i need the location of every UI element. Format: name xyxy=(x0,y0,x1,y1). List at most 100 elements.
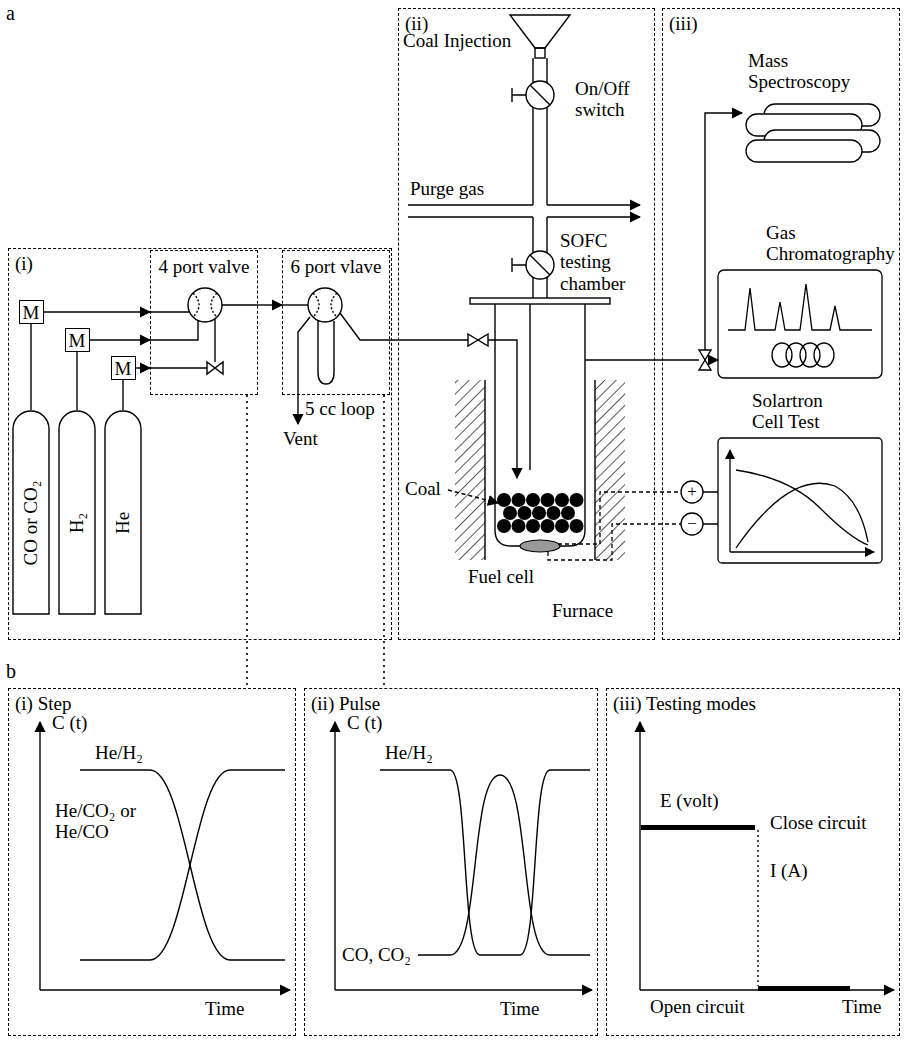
controller-letter: M xyxy=(115,359,132,378)
gas-line xyxy=(76,352,77,410)
cell-tester-illustration-part xyxy=(718,438,882,563)
mass-spectrometer-illustration-part xyxy=(746,140,862,162)
gas-line xyxy=(136,367,151,368)
cell-tester-illustration-part xyxy=(729,450,730,552)
gas-chromatograph-illustration-part xyxy=(814,343,834,367)
coal-pellet xyxy=(570,493,584,507)
gas-chromatograph-illustration xyxy=(718,270,882,378)
cylinder-gas-name: He xyxy=(112,512,133,534)
step-plot-part xyxy=(39,722,40,990)
dashed-region: (iii) xyxy=(662,8,900,640)
gas-cylinder: He xyxy=(104,410,142,615)
four-port-valve-symbol-part xyxy=(150,321,198,341)
part-name: SOFC testing chamber xyxy=(560,230,655,294)
gas-cylinder: CO or CO₂ xyxy=(12,410,50,615)
valve-group-box: 6 port vlave xyxy=(282,250,390,395)
part-name: Furnace xyxy=(552,600,613,621)
pulse-plot xyxy=(335,722,592,990)
gas-line xyxy=(44,311,151,312)
region-title: (iii) Testing modes xyxy=(613,693,893,714)
cell-tester-illustration xyxy=(718,438,882,563)
curve-label: He/CO₂ or He/CO xyxy=(55,800,137,843)
four-port-valve-symbol-part xyxy=(150,311,190,312)
six-port-valve-symbol-part xyxy=(308,288,342,322)
dashed-region: (iii) Testing modes xyxy=(606,688,900,1036)
fuel-cell xyxy=(520,540,560,552)
valve-group-box: 4 port valve xyxy=(150,250,258,395)
six-port-valve-symbol-part xyxy=(318,321,334,384)
four-port-valve-symbol-part xyxy=(211,293,217,317)
cylinder-body xyxy=(105,411,141,614)
four-port-valve-symbol-part xyxy=(193,293,199,317)
gas-chromatograph-illustration-part xyxy=(728,284,872,330)
pulse-plot-part xyxy=(334,722,335,990)
gas-line xyxy=(30,324,31,410)
cylinder-body xyxy=(13,411,49,614)
coal-injector-part xyxy=(512,85,550,105)
sofc-chamber-part xyxy=(448,490,498,503)
part-name: Vent xyxy=(283,428,318,449)
dashed-region: (i) Step xyxy=(8,688,296,1036)
coal-injector-part xyxy=(512,255,550,275)
sofc-chamber-part xyxy=(485,380,595,560)
pulse-plot-part xyxy=(380,770,590,955)
coal-injector-part xyxy=(510,15,570,48)
sofc-chamber xyxy=(448,298,625,560)
testing-modes-plot-part xyxy=(641,825,755,830)
cell-wires-part xyxy=(703,492,718,524)
controller-letter: M xyxy=(69,331,86,350)
cylinder-outline xyxy=(58,410,96,615)
coal-pellet xyxy=(497,493,511,507)
terminal-sign: − xyxy=(687,515,697,532)
terminal-sign: + xyxy=(687,483,697,500)
mass-flow-controller: M xyxy=(19,300,44,324)
coal-pellet xyxy=(561,506,575,520)
panel-letter: a xyxy=(6,2,15,24)
cell-wires xyxy=(548,481,718,560)
gas-chromatograph-illustration-part xyxy=(718,270,882,378)
sofc-chamber-part xyxy=(495,304,585,546)
cell-tester-illustration-part xyxy=(736,483,868,548)
instrument-name: Mass Spectroscopy xyxy=(748,50,858,93)
region-title: (iii) xyxy=(669,13,893,34)
gas-line xyxy=(90,339,151,340)
coal-pellet xyxy=(555,493,569,507)
mass-spectrometer-illustration xyxy=(746,104,880,162)
sofc-chamber-part xyxy=(470,298,610,304)
curve-label: CO, CO₂ xyxy=(342,944,411,965)
instrument-name: Gas Chromatography xyxy=(766,222,898,265)
axis-label: Time xyxy=(842,996,881,1017)
sofc-chamber-part xyxy=(529,304,530,470)
coal-pellet xyxy=(518,506,532,520)
six-port-valve-symbol-part xyxy=(331,293,337,317)
testing-modes-plot-part xyxy=(758,986,850,991)
curve-label: He/H₂ xyxy=(95,742,143,763)
outlet-line-part xyxy=(585,359,699,360)
testing-modes-plot xyxy=(640,722,894,991)
part-name: Coal xyxy=(405,478,441,499)
cell-wires-part xyxy=(681,481,703,503)
six-port-valve-symbol-part xyxy=(340,313,468,340)
cell-tester-illustration-part xyxy=(736,470,868,545)
coal-pellets xyxy=(497,493,584,533)
part-name: On/Off switch xyxy=(575,78,655,121)
cylinder-gas-name: H₂ xyxy=(66,513,87,533)
instrument-name: Solartron Cell Test xyxy=(752,390,847,433)
gas-line xyxy=(258,304,282,305)
step-plot-part xyxy=(80,770,285,960)
four-port-valve-symbol-part xyxy=(214,319,215,362)
fuel-cell-part xyxy=(520,540,560,552)
pulse-plot-part xyxy=(418,775,590,955)
mode-label: Open circuit xyxy=(650,996,744,1017)
six-port-valve-symbol-part xyxy=(313,293,319,317)
part-name: Coal Injection xyxy=(403,30,511,51)
cell-tester-illustration-part xyxy=(730,551,874,552)
coal-pellet xyxy=(503,506,517,520)
dotted-link xyxy=(246,395,248,688)
curve-label: He/H₂ xyxy=(385,742,433,763)
axis-label: E (volt) xyxy=(660,790,719,811)
dashed-region: (ii) Pulse xyxy=(304,688,598,1036)
testing-modes-plot-part xyxy=(757,830,758,986)
coal-pellet xyxy=(555,519,569,533)
